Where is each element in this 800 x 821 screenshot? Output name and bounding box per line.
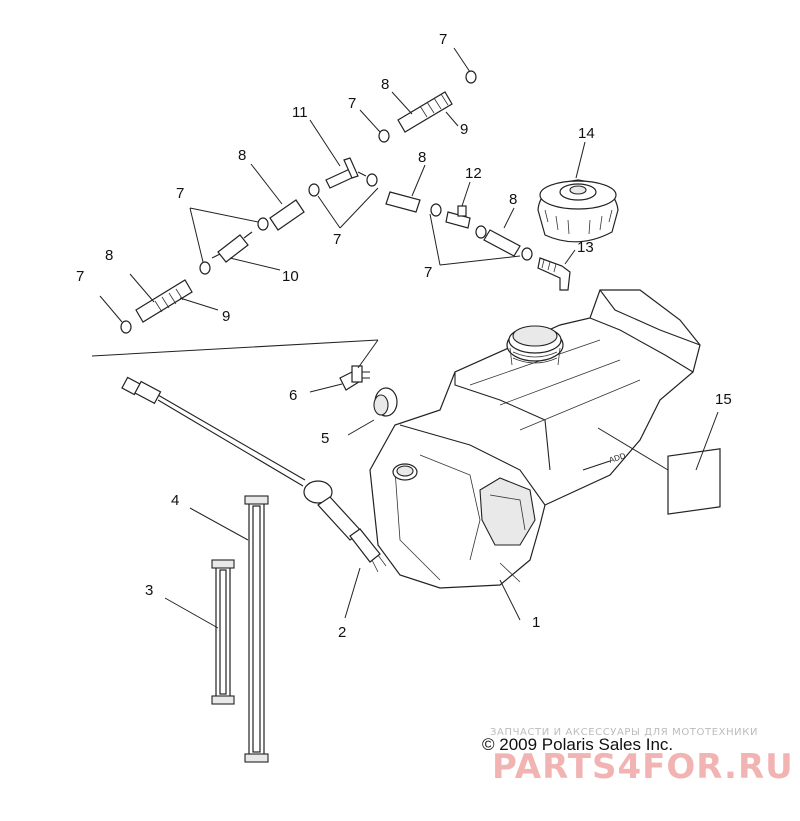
- callout-7: 7: [76, 268, 84, 285]
- strap-long: [244, 495, 269, 763]
- fuel-tank: ADD: [369, 289, 701, 589]
- decal: [667, 448, 721, 515]
- callout-6: 6: [289, 387, 297, 404]
- hose-clamp: [378, 129, 390, 143]
- vent-hose: [397, 91, 453, 133]
- callout-7: 7: [439, 31, 447, 48]
- callout-7: 7: [348, 95, 356, 112]
- elbow-fitting: [537, 257, 571, 291]
- vent-hose: [269, 199, 305, 231]
- rollover-valve: [445, 205, 471, 229]
- tee-fitting: [325, 157, 367, 189]
- hose-clamp: [199, 261, 211, 275]
- hose-clamp: [308, 183, 320, 197]
- grommet: [373, 387, 398, 417]
- callout-9: 9: [222, 308, 230, 325]
- hose-clamp: [465, 70, 477, 84]
- vent-hose: [385, 191, 421, 213]
- callout-5: 5: [321, 430, 329, 447]
- hose-clamp: [430, 203, 442, 217]
- callout-8: 8: [418, 149, 426, 166]
- callout-14: 14: [578, 125, 595, 142]
- callout-11: 11: [292, 104, 308, 121]
- callout-4: 4: [171, 492, 179, 509]
- callout-7: 7: [333, 231, 341, 248]
- fuel-level-sender: [121, 376, 387, 573]
- hose-clamp: [521, 247, 533, 261]
- callout-12: 12: [465, 165, 482, 182]
- hose-clamp: [366, 173, 378, 187]
- callout-3: 3: [145, 582, 153, 599]
- watermark-subtitle: ЗАПЧАСТИ И АКСЕССУАРЫ ДЛЯ МОТОТЕХНИКИ: [490, 727, 758, 738]
- check-valve: [211, 231, 253, 263]
- vent-elbow-fitting: [339, 365, 370, 391]
- callout-7: 7: [424, 264, 432, 281]
- vent-hose: [483, 229, 521, 257]
- callout-1: 1: [532, 614, 540, 631]
- callout-numbers: 1 2 3 4 5 6 7 7 7 7 7 7 8 8 8 8 8 9 9 10…: [76, 31, 732, 641]
- callout-8: 8: [509, 191, 517, 208]
- vent-hose: [135, 279, 193, 323]
- fuel-cap: [537, 179, 619, 243]
- copyright-text: © 2009 Polaris Sales Inc.: [482, 735, 673, 754]
- callout-15: 15: [715, 391, 732, 408]
- callout-7: 7: [176, 185, 184, 202]
- leader-lines: [91, 47, 719, 629]
- callout-2: 2: [338, 624, 346, 641]
- callout-13: 13: [577, 239, 594, 256]
- watermark-logo: PARTS4FOR.RU: [492, 747, 794, 787]
- hose-clamp: [120, 320, 132, 334]
- hose-clamp: [257, 217, 269, 231]
- callout-10: 10: [282, 268, 299, 285]
- callout-9: 9: [460, 121, 468, 138]
- strap-short: [211, 559, 235, 705]
- callout-8: 8: [105, 247, 113, 264]
- hose-clamp: [475, 225, 487, 239]
- callout-8: 8: [238, 147, 246, 164]
- callout-8: 8: [381, 76, 389, 93]
